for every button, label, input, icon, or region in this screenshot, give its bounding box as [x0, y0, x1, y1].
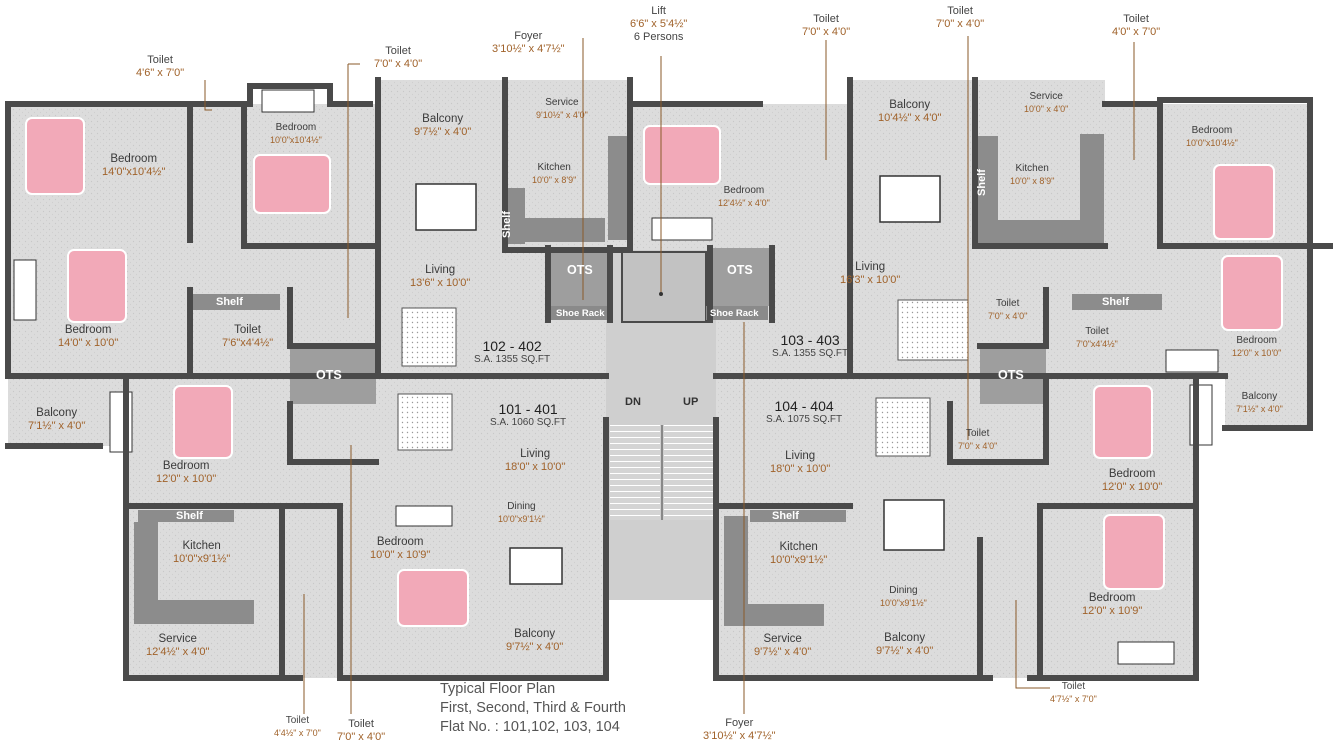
shelf-label-1: Shelf — [216, 296, 243, 308]
shelf-label-vertical-2: Shelf — [975, 169, 988, 196]
plan-caption: Typical Floor Plan First, Second, Third … — [440, 680, 626, 737]
stair-core — [606, 250, 716, 600]
shelf-label-4: Shelf — [772, 510, 799, 522]
caption-flats: Flat No. : 101,102, 103, 104 — [440, 719, 620, 735]
dining-tables — [415, 175, 945, 585]
leader-lines — [204, 36, 1135, 714]
walls — [5, 77, 1333, 681]
stair-up-label: UP — [683, 396, 699, 408]
shoe-rack-label-2: Shoe Rack — [710, 308, 759, 319]
shelf-label-2: Shelf — [1102, 296, 1129, 308]
shoe-rack-label-1: Shoe Rack — [556, 308, 605, 319]
ots-label-4: OTS — [998, 368, 1024, 382]
ots-label-2: OTS — [727, 263, 753, 277]
caption-title: Typical Floor Plan — [440, 681, 556, 697]
window-grilles — [13, 89, 1219, 665]
ots-label-1: OTS — [567, 263, 593, 277]
beds — [25, 117, 1283, 627]
living-rugs — [397, 299, 969, 457]
shelf-label-3: Shelf — [176, 510, 203, 522]
ots-label-3: OTS — [316, 368, 342, 382]
stair-down-label: DN — [625, 396, 641, 408]
caption-floors: First, Second, Third & Fourth — [440, 700, 626, 716]
shelf-label-vertical-1: Shelf — [500, 211, 513, 238]
